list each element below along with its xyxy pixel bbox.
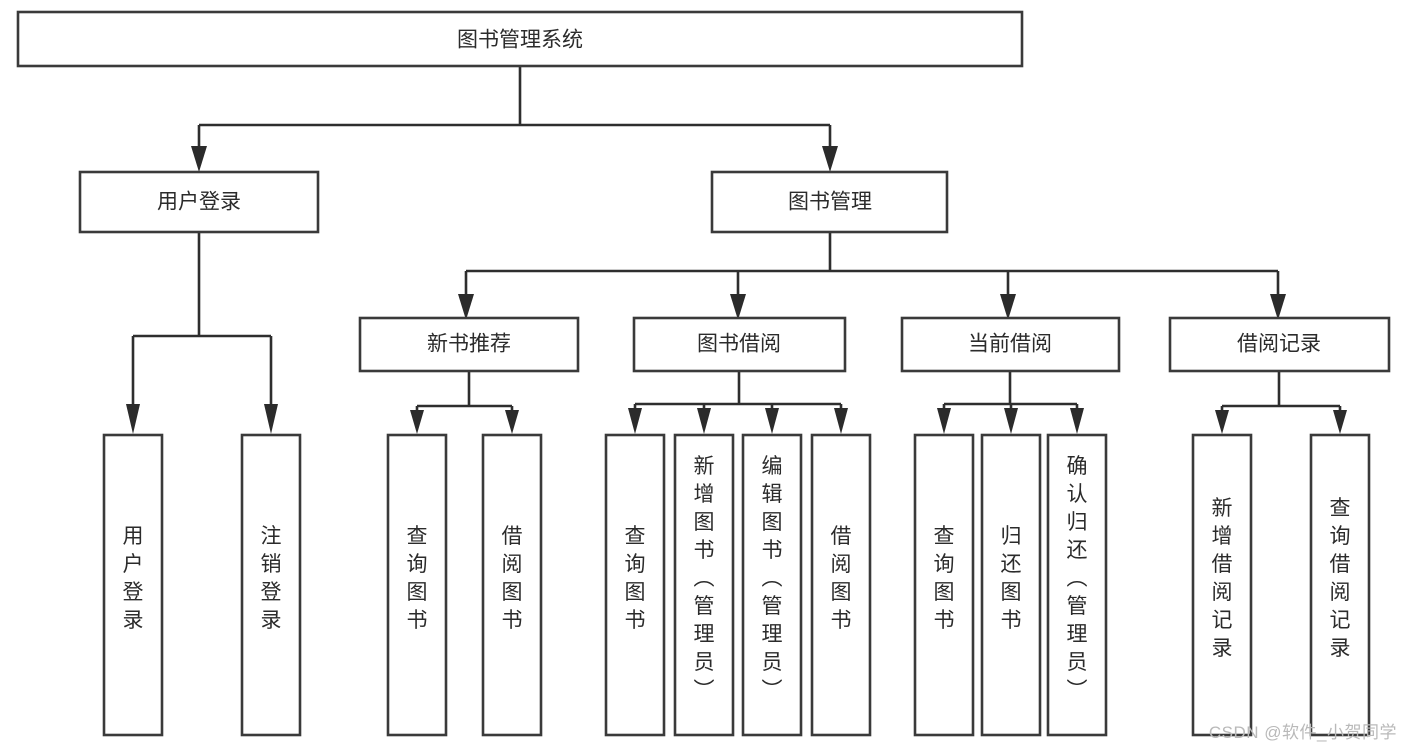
arrow-head-br-query [1333,410,1347,434]
leaf-bb-query-book[interactable]: 查询图书 [604,433,666,737]
arrow-head-cb-query [937,408,951,434]
leaf-bb-query-book-label: 查询图书 [625,525,646,632]
node-new-book-recommend-box[interactable] [358,316,580,373]
leaf-cb-confirm-return-box[interactable] [1046,433,1108,737]
leaf-cb-return-book-box[interactable] [980,433,1042,737]
arrow-head-leaf-user-login [126,404,140,434]
node-root-box[interactable] [16,10,1024,68]
leaf-nb-borrow-book[interactable]: 借阅图书 [481,433,543,737]
leaf-cb-query-book-box[interactable] [913,433,975,737]
node-book-management[interactable]: 图书管理 [710,170,949,234]
leaf-bb-edit-book[interactable]: 编辑图书︵管理员︶ [741,433,803,737]
arrow-head-bb-query [628,408,642,434]
leaf-cb-query-book[interactable]: 查询图书 [913,433,975,737]
leaf-br-add-record-box[interactable] [1191,433,1253,737]
leaf-bb-add-book[interactable]: 新增图书︵管理员︶ [673,433,735,737]
leaf-bb-edit-book-box[interactable] [741,433,803,737]
node-root[interactable]: 图书管理系统 [16,10,1024,68]
node-borrow-record-box[interactable] [1168,316,1391,373]
arrow-head-cb-return [1004,408,1018,434]
node-book-borrow[interactable]: 图书借阅 [632,316,847,373]
leaf-cb-confirm-return[interactable]: 确认归还︵管理员︶ [1046,433,1108,737]
leaf-logout-box[interactable] [240,433,302,737]
leaf-bb-edit-book-label: 编辑图书︵管理员︶ [762,455,783,702]
leaf-br-add-record[interactable]: 新增借阅记录 [1191,433,1253,737]
leaf-cb-query-book-label: 查询图书 [934,525,955,632]
leaf-user-login[interactable]: 用户登录 [102,433,164,737]
node-current-borrow[interactable]: 当前借阅 [900,316,1121,373]
arrow-head-nb-query [410,410,424,434]
node-new-book-recommend[interactable]: 新书推荐 [358,316,580,373]
arrow-head-new-book [458,294,474,320]
leaf-br-query-record-box[interactable] [1309,433,1371,737]
leaf-nb-borrow-book-label: 借阅图书 [502,525,523,632]
arrow-head-borrow-record [1270,294,1286,320]
node-user-login-box[interactable] [78,170,320,234]
node-user-login-label: 用户登录 [157,191,241,214]
leaf-bb-query-book-box[interactable] [604,433,666,737]
arrow-head-bb-borrow [834,408,848,434]
leaf-nb-query-book-label: 查询图书 [407,525,428,632]
node-book-management-label: 图书管理 [788,191,872,214]
leaf-logout[interactable]: 注销登录 [240,433,302,737]
arrow-head-cb-confirm [1070,408,1084,434]
leaf-user-login-label: 用户登录 [123,525,144,632]
arrow-head-br-add [1215,410,1229,434]
arrow-head-bb-add [697,408,711,434]
leaf-br-query-record-label: 查询借阅记录 [1330,497,1351,660]
leaf-logout-label: 注销登录 [261,525,282,632]
leaf-cb-return-book[interactable]: 归还图书 [980,433,1042,737]
node-new-book-recommend-label: 新书推荐 [427,333,511,356]
leaf-bb-add-book-box[interactable] [673,433,735,737]
leaf-nb-query-book-box[interactable] [386,433,448,737]
arrow-head-book-borrow [730,294,746,320]
node-book-borrow-box[interactable] [632,316,847,373]
watermark-text: CSDN @软件_小贺同学 [1208,723,1397,742]
connector-layer [126,66,1347,434]
leaf-cb-return-book-label: 归还图书 [1001,525,1022,632]
node-root-label: 图书管理系统 [457,29,583,52]
arrow-head-bb-edit [765,408,779,434]
node-current-borrow-box[interactable] [900,316,1121,373]
node-book-management-box[interactable] [710,170,949,234]
leaf-cb-confirm-return-label: 确认归还︵管理员︶ [1067,455,1088,702]
node-user-login[interactable]: 用户登录 [78,170,320,234]
leaf-bb-borrow-book[interactable]: 借阅图书 [810,433,872,737]
leaf-user-login-box[interactable] [102,433,164,737]
leaf-nb-borrow-book-box[interactable] [481,433,543,737]
node-current-borrow-label: 当前借阅 [968,333,1052,356]
node-borrow-record[interactable]: 借阅记录 [1168,316,1391,373]
leaf-bb-borrow-book-box[interactable] [810,433,872,737]
leaf-br-add-record-label: 新增借阅记录 [1212,497,1233,660]
leaf-bb-borrow-book-label: 借阅图书 [831,525,852,632]
arrow-head-nb-borrow [505,410,519,434]
arrow-head-current-borrow [1000,294,1016,320]
leaf-br-query-record[interactable]: 查询借阅记录 [1309,433,1371,737]
arrow-head-leaf-logout [264,404,278,434]
leaf-bb-add-book-label: 新增图书︵管理员︶ [694,455,715,702]
arrow-head-user-login [191,146,207,172]
node-borrow-record-label: 借阅记录 [1237,333,1321,356]
leaf-nb-query-book[interactable]: 查询图书 [386,433,448,737]
node-book-borrow-label: 图书借阅 [697,333,781,356]
arrow-head-book-mgmt [822,146,838,172]
